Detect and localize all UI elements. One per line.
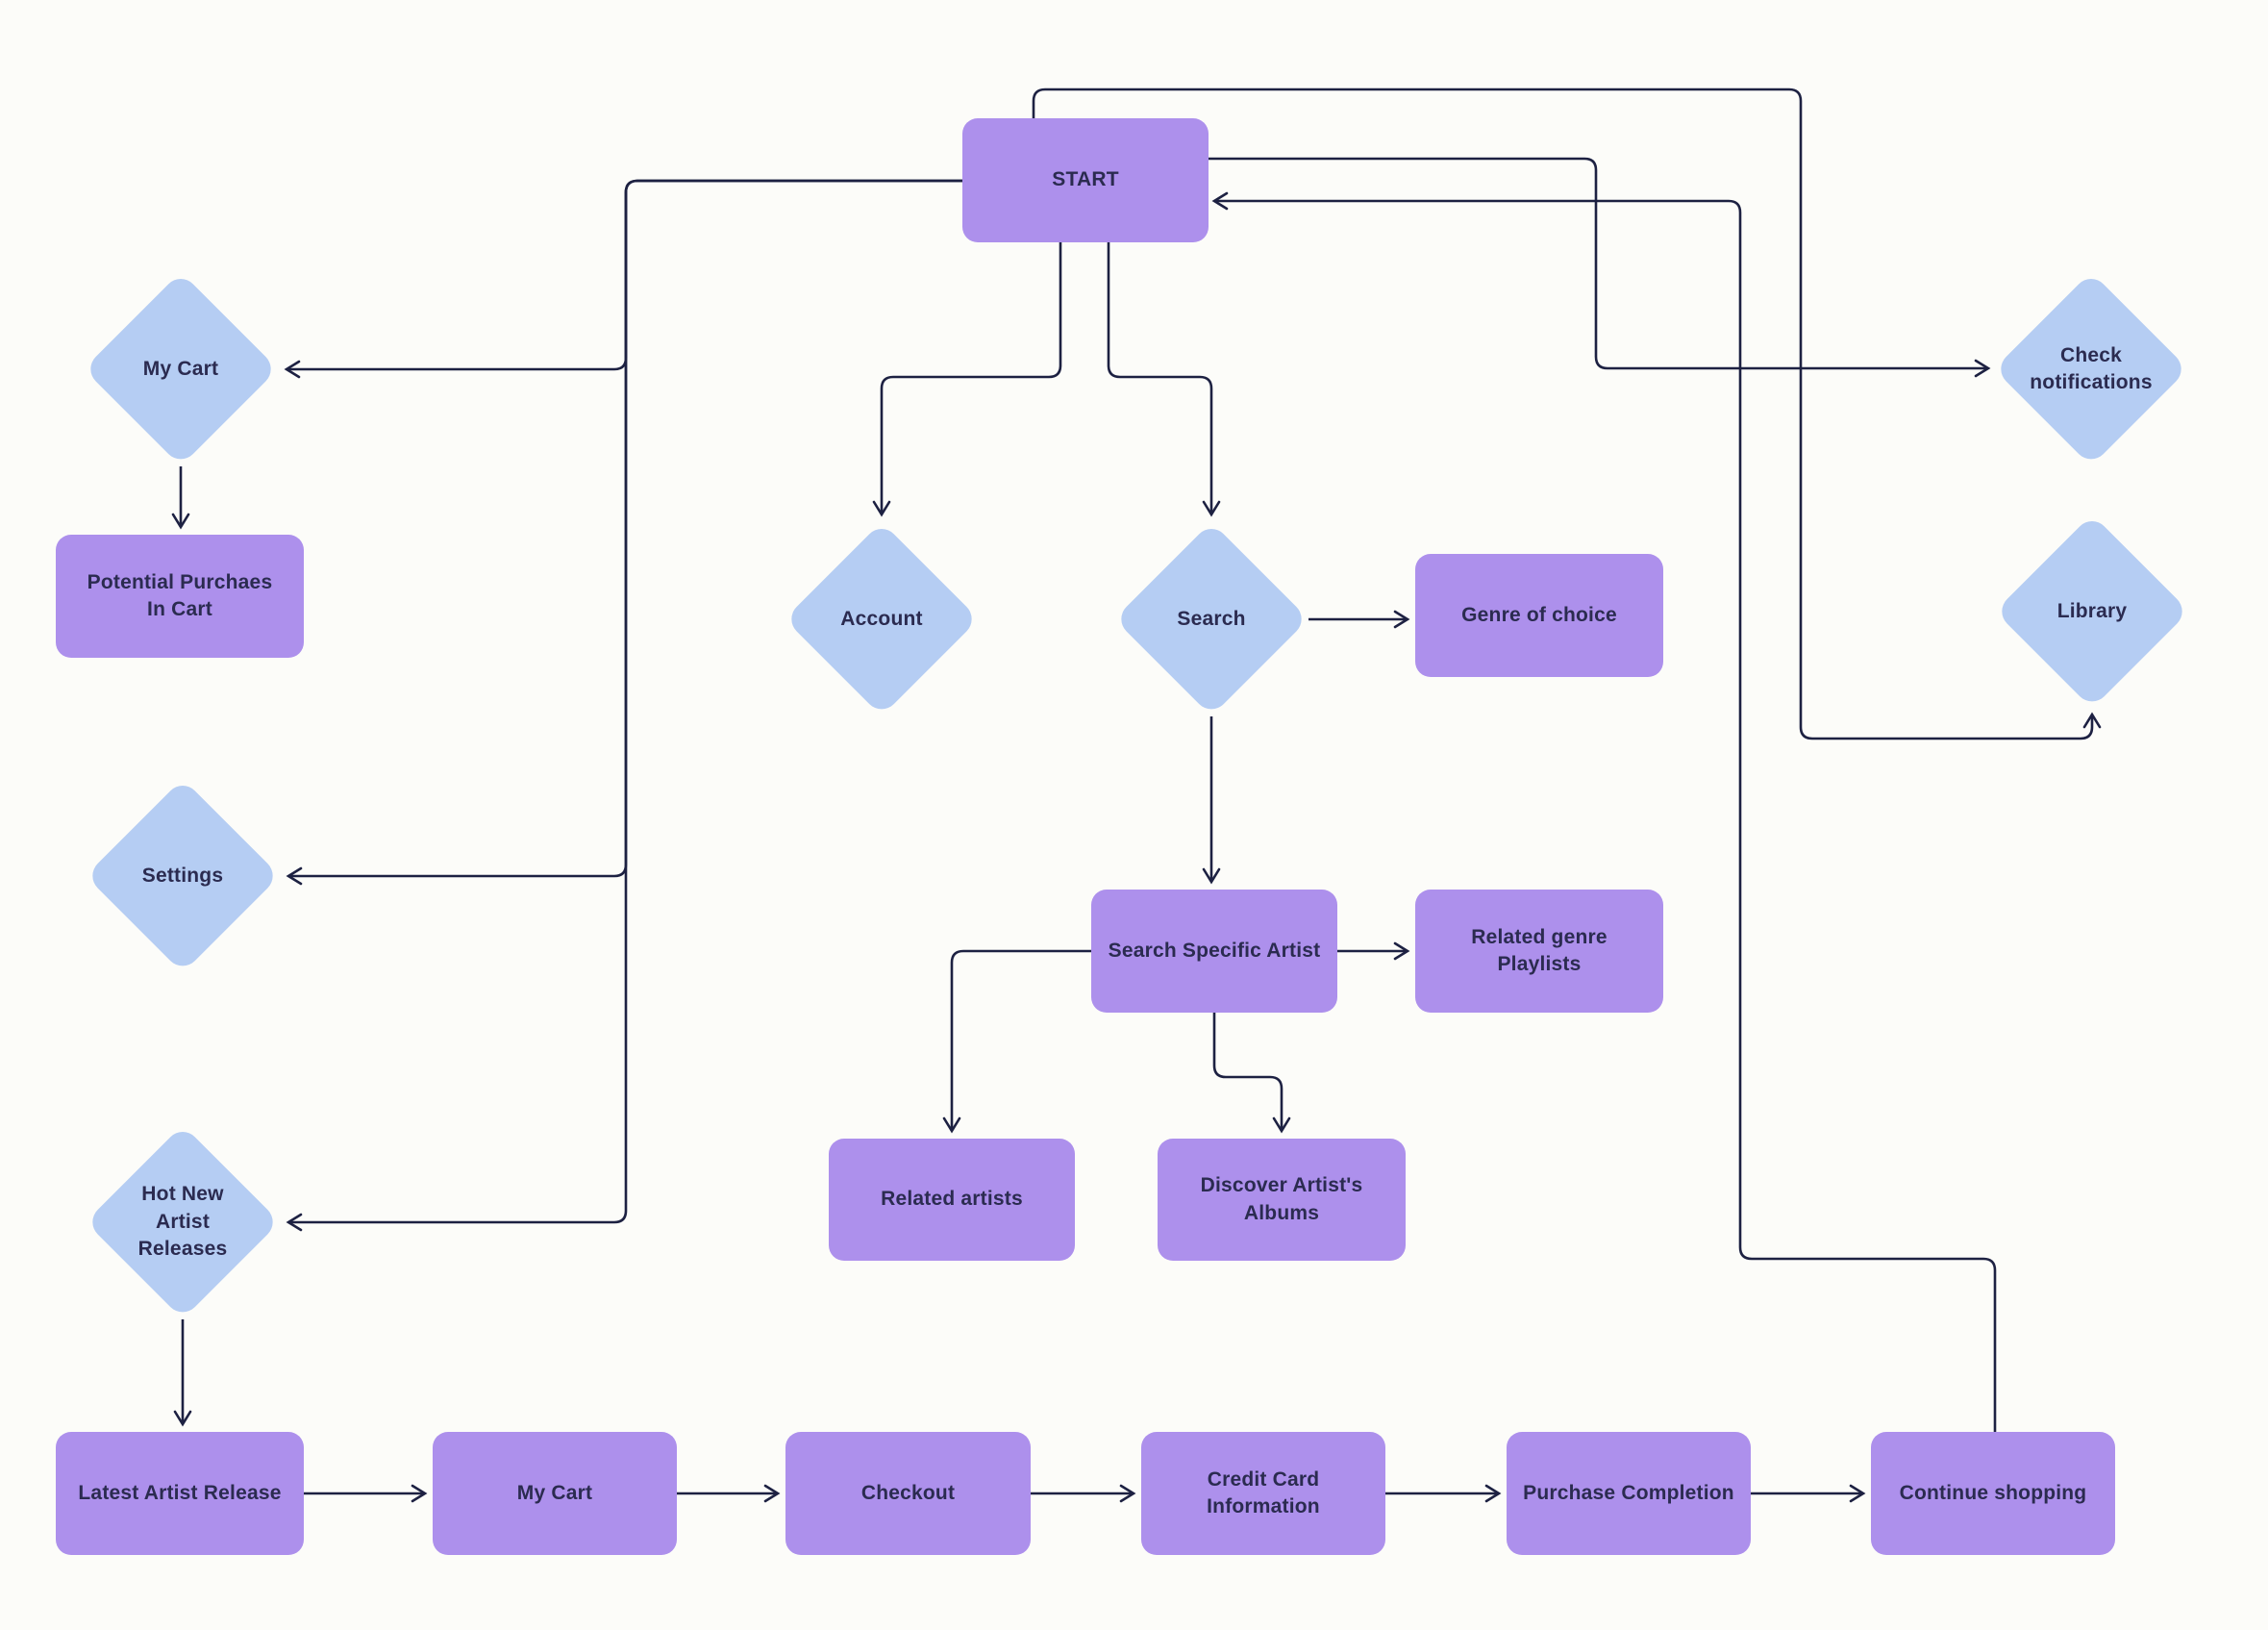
node-label: Settings <box>141 864 224 887</box>
node-label: My Cart <box>142 357 219 380</box>
node-library[interactable]: Library <box>1994 514 2190 710</box>
node-check-notifications[interactable]: Check notifications <box>1993 271 2189 467</box>
arrowhead-start-to-hot-new-artist-releases <box>286 1213 303 1232</box>
node-label: Latest Artist Release <box>78 1481 282 1504</box>
node-label: Hot New Artist Releases <box>137 1183 228 1261</box>
node-label: Checkout <box>860 1481 956 1504</box>
node-label: START <box>1052 168 1119 191</box>
arrowhead-hot-new-artist-releases-to-latest-artist-release <box>173 1410 192 1427</box>
arrowhead-search-to-search-specific-artist <box>1202 867 1221 885</box>
arrowhead-my-cart-to-potential-purchases <box>171 513 190 530</box>
node-checkout[interactable]: Checkout <box>785 1432 1031 1555</box>
node-potential-purchases[interactable]: Potential Purchaes In Cart <box>56 535 304 658</box>
node-my-cart-decision[interactable]: My Cart <box>83 271 279 467</box>
arrowhead-start-to-check-notifications <box>1974 359 1991 378</box>
arrowhead-start-to-account <box>872 500 891 517</box>
node-credit-card-information[interactable]: Credit Card Information <box>1141 1432 1385 1555</box>
arrowhead-start-to-library <box>2082 712 2102 729</box>
node-search[interactable]: Search <box>1113 521 1309 717</box>
arrowhead-search-to-genre-of-choice <box>1393 610 1410 629</box>
arrowhead-continue-shopping-to-start <box>1211 191 1229 211</box>
connector-search-specific-artist-to-discover-artists-albums <box>1212 1013 1284 1131</box>
arrowhead-credit-card-information-to-purchase-completion <box>1484 1484 1502 1503</box>
node-purchase-completion[interactable]: Purchase Completion <box>1507 1432 1751 1555</box>
node-related-genre-playlists[interactable]: Related genre Playlists <box>1415 890 1663 1013</box>
node-label: Check notifications <box>2030 343 2153 393</box>
node-account[interactable]: Account <box>784 521 980 717</box>
node-my-cart-step[interactable]: My Cart <box>433 1432 677 1555</box>
node-label: Search Specific Artist <box>1108 939 1321 962</box>
arrowhead-my-cart-to-checkout <box>763 1484 781 1503</box>
arrowhead-latest-artist-release-to-my-cart <box>411 1484 428 1503</box>
node-discover-artists-albums[interactable]: Discover Artist's Albums <box>1158 1139 1406 1261</box>
node-label: Related genre Playlists <box>1471 925 1608 975</box>
node-label: Related artists <box>881 1188 1023 1211</box>
node-label: Account <box>840 607 923 630</box>
node-label: Continue shopping <box>1899 1481 2087 1504</box>
connector-continue-shopping-to-start <box>1214 199 1997 1432</box>
arrowhead-search-specific-artist-to-related-artists <box>942 1116 961 1134</box>
arrowhead-start-to-search <box>1202 500 1221 517</box>
node-label: Credit Card Information <box>1207 1467 1320 1517</box>
node-label: Discover Artist's Albums <box>1200 1174 1363 1224</box>
node-related-artists[interactable]: Related artists <box>829 1139 1075 1261</box>
connector-search-specific-artist-to-related-artists <box>950 949 1091 1131</box>
node-label: Genre of choice <box>1461 603 1617 626</box>
node-start[interactable]: START <box>962 118 1209 242</box>
connector-start-to-account <box>880 242 1062 514</box>
node-label: Search <box>1177 607 1246 630</box>
connector-start-to-library <box>1032 88 2094 740</box>
connector-start-to-search <box>1107 242 1213 514</box>
connector-start-to-hot-new-artist-releases <box>288 179 962 1224</box>
node-search-specific-artist[interactable]: Search Specific Artist <box>1091 890 1337 1013</box>
node-latest-artist-release[interactable]: Latest Artist Release <box>56 1432 304 1555</box>
node-genre-of-choice[interactable]: Genre of choice <box>1415 554 1663 677</box>
arrowhead-search-specific-artist-to-related-genre-playlists <box>1393 941 1410 961</box>
node-hot-new-artist-releases[interactable]: Hot New Artist Releases <box>85 1124 281 1320</box>
arrowhead-start-to-my-cart <box>284 360 301 379</box>
node-label: Library <box>2056 599 2128 622</box>
connector-start-to-check-notifications <box>1209 157 1988 370</box>
node-continue-shopping[interactable]: Continue shopping <box>1871 1432 2115 1555</box>
arrowhead-purchase-completion-to-continue-shopping <box>1849 1484 1866 1503</box>
arrowhead-start-to-settings <box>286 866 303 886</box>
arrowhead-search-specific-artist-to-discover-artists-albums <box>1272 1116 1291 1134</box>
node-label: My Cart <box>516 1481 593 1504</box>
node-label: Potential Purchaes In Cart <box>87 570 273 620</box>
node-label: Purchase Completion <box>1523 1481 1734 1504</box>
node-settings[interactable]: Settings <box>85 778 281 974</box>
arrowhead-checkout-to-credit-card-information <box>1119 1484 1136 1503</box>
